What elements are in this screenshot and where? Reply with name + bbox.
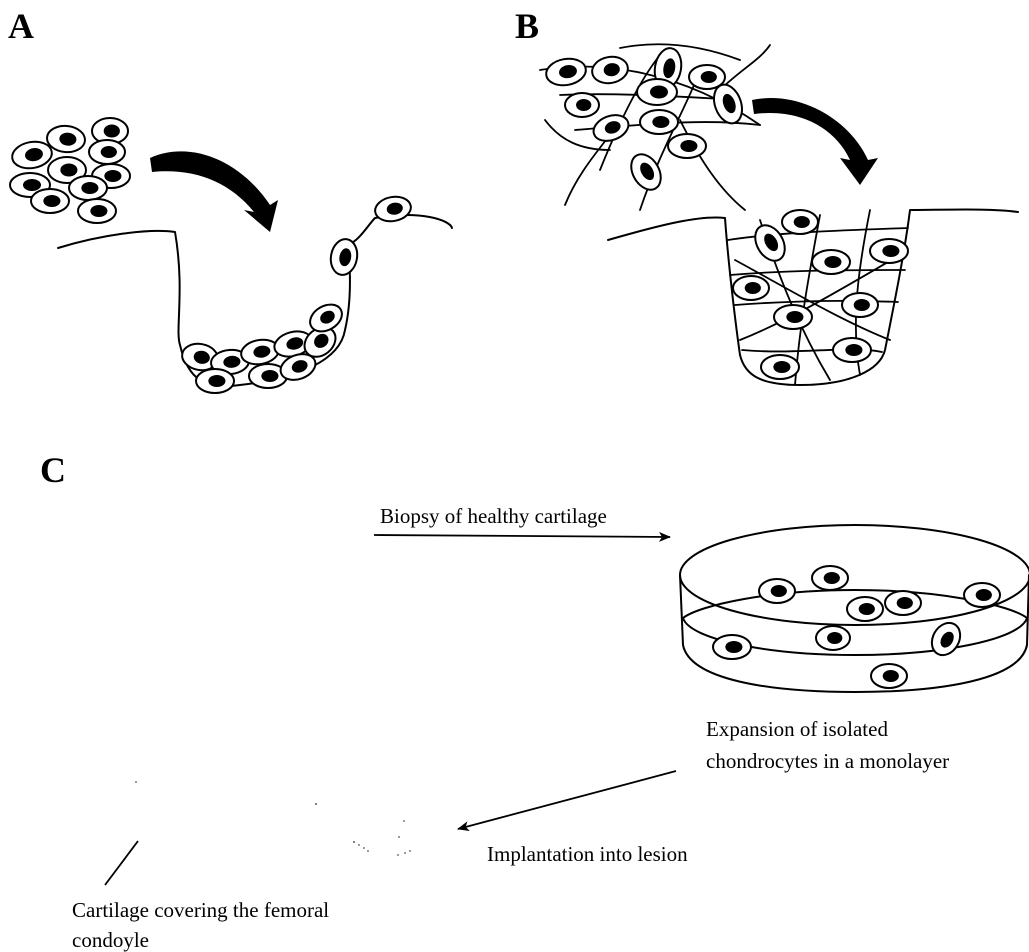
- implantation-arrow: [458, 771, 676, 829]
- chondrocyte-cell-icon: [373, 194, 413, 224]
- chondrocyte-cell-icon: [926, 618, 966, 660]
- biopsy-arrow: [374, 535, 670, 537]
- chondrocyte-cell-icon: [637, 79, 677, 105]
- cartilage-surface-b: [608, 210, 1018, 386]
- chondrocyte-cell-icon: [842, 293, 878, 317]
- chondrocyte-cell-icon: [847, 597, 883, 621]
- chondrocyte-cell-icon: [833, 338, 871, 362]
- chondrocyte-cell-icon: [544, 56, 588, 89]
- expansion-caption-line2: chondrocytes in a monolayer: [706, 749, 949, 773]
- migrating-cells: [328, 194, 413, 277]
- chondrocyte-cell-icon: [89, 140, 125, 164]
- chondrocyte-cell-icon: [590, 54, 630, 86]
- chondrocyte-cell-icon: [565, 93, 599, 117]
- chondrocyte-cell-icon: [590, 111, 632, 146]
- chondrocyte-cell-icon: [816, 626, 850, 650]
- panel-a: A: [8, 6, 452, 393]
- chondrocyte-cell-icon: [782, 210, 818, 234]
- chondrocyte-cell-icon: [964, 583, 1000, 607]
- chondrocyte-cell-icon: [761, 355, 799, 379]
- chondrocyte-cell-icon: [885, 591, 921, 615]
- panel-c-label: C: [40, 450, 66, 490]
- lesion-cell-layer: [180, 299, 347, 393]
- chondrocyte-cell-icon: [713, 635, 751, 659]
- chondrocyte-cell-icon: [812, 566, 848, 590]
- chondrocyte-cell-icon: [10, 139, 54, 172]
- curved-arrow-icon: [752, 98, 878, 185]
- cartilage-caption-line1: Cartilage covering the femoral: [72, 898, 329, 922]
- biopsy-caption: Biopsy of healthy cartilage: [380, 504, 607, 528]
- panel-b: B: [515, 6, 1018, 385]
- chondrocyte-cell-icon: [69, 176, 107, 200]
- expansion-caption-line1: Expansion of isolated: [706, 717, 888, 741]
- chondrocyte-cell-icon: [871, 664, 907, 688]
- chondrocyte-cell-icon: [759, 579, 795, 603]
- panel-c: C Biopsy of healthy cartilage Expansion …: [40, 450, 1029, 952]
- chondrocyte-cell-icon: [774, 305, 812, 329]
- chondrocyte-cell-icon: [31, 189, 69, 213]
- panel-b-label: B: [515, 6, 539, 46]
- dish-cells: [713, 566, 1000, 688]
- chondrocyte-cell-icon: [328, 237, 360, 277]
- chondrocyte-cell-icon: [733, 276, 769, 300]
- curved-arrow-icon: [150, 151, 278, 232]
- chondrocyte-cell-icon: [870, 239, 908, 263]
- cartilage-caption-line2: condoyle: [72, 928, 149, 952]
- chondrocyte-cell-icon: [668, 134, 706, 158]
- implantation-caption: Implantation into lesion: [487, 842, 688, 866]
- chondrocyte-cell-icon: [640, 110, 678, 134]
- loose-cell-cluster: [10, 118, 130, 223]
- chondrocyte-cell-icon: [196, 369, 234, 393]
- scaffold-cells-lesion: [733, 210, 908, 379]
- faint-femur-sketch: [135, 781, 411, 856]
- scaffold-cells-top: [544, 46, 747, 195]
- chondrocyte-cell-icon: [812, 250, 850, 274]
- cartilage-pointer-line: [105, 841, 138, 885]
- chondrocyte-cell-icon: [78, 199, 116, 223]
- panel-a-label: A: [8, 6, 34, 46]
